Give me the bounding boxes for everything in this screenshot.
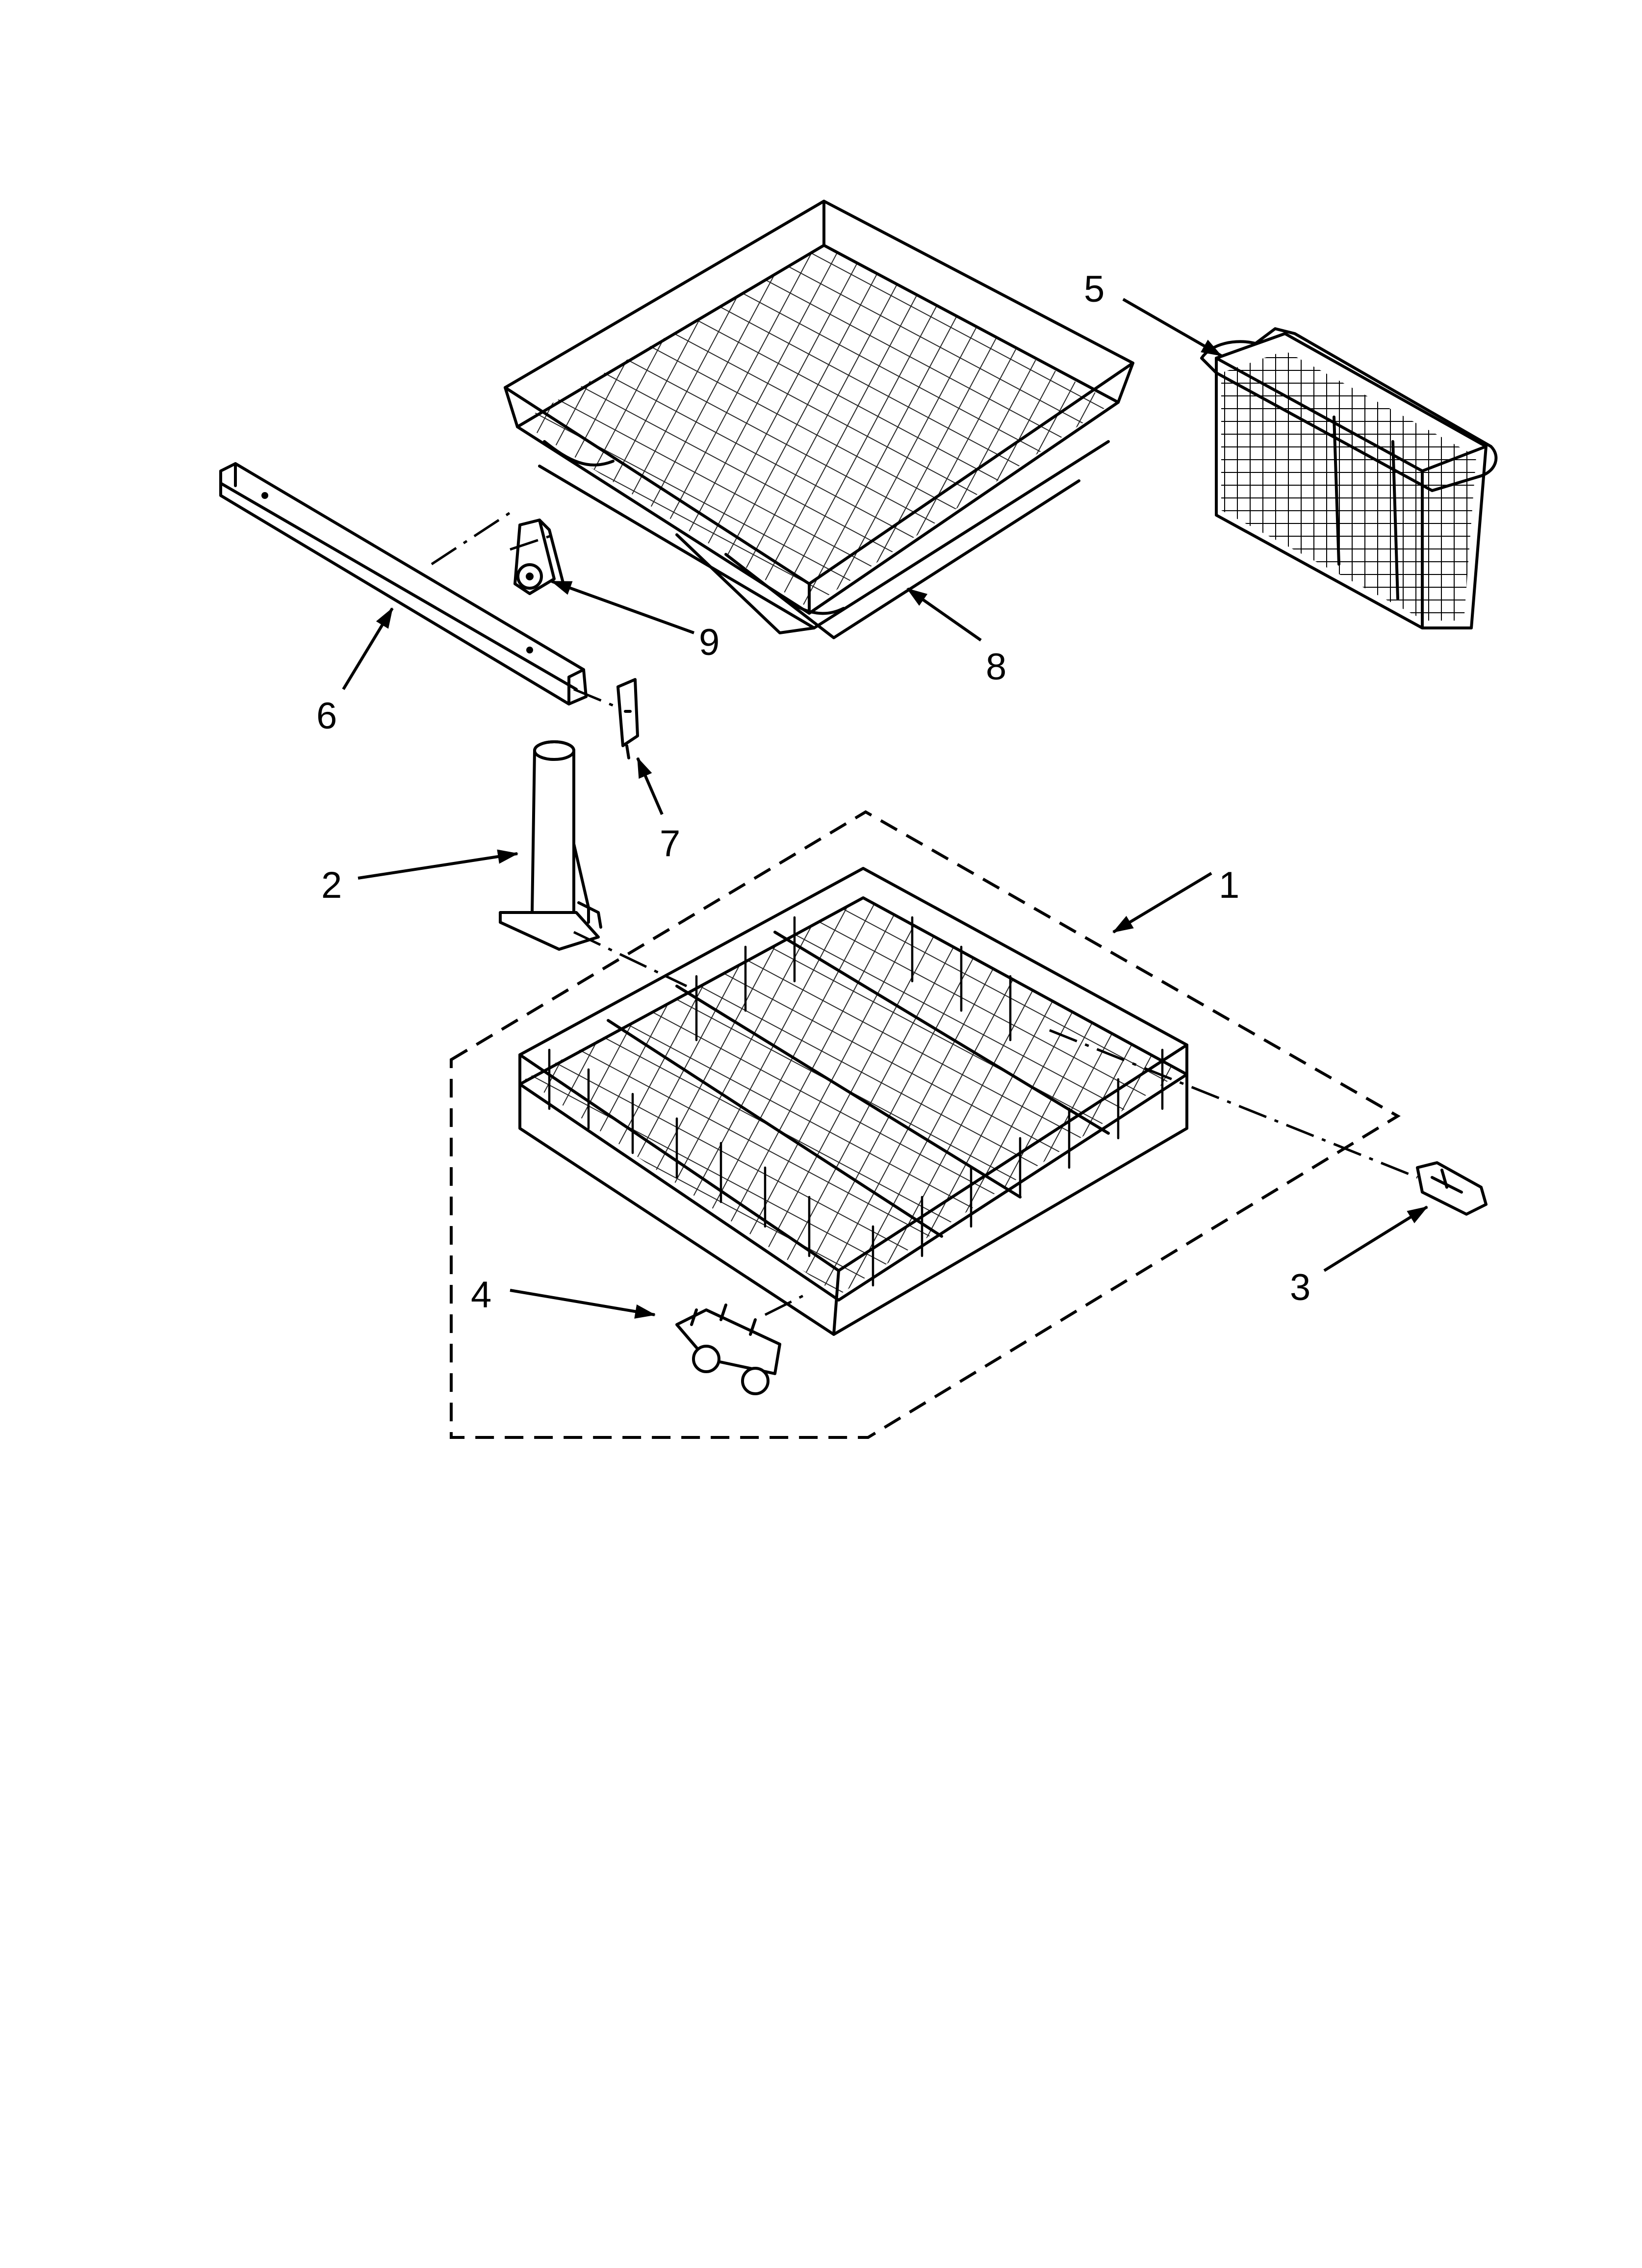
callout-9: 9 xyxy=(699,622,719,663)
rack-post xyxy=(499,740,602,951)
lower-rack-assembly-boundary xyxy=(450,810,1401,1439)
assembly-center-lines xyxy=(431,511,1418,1316)
callout-3: 3 xyxy=(1290,1267,1310,1308)
silverware-basket xyxy=(1200,327,1498,629)
callout-2: 2 xyxy=(321,864,342,906)
lower-dishrack xyxy=(518,867,1188,1336)
callout-7: 7 xyxy=(660,823,680,864)
leader-lines xyxy=(342,298,1428,1319)
callout-5: 5 xyxy=(1084,268,1104,310)
rail-stop xyxy=(616,678,639,759)
callout-labels: 1 2 3 4 5 6 7 8 9 xyxy=(316,268,1310,1316)
callout-6: 6 xyxy=(316,695,337,737)
rack-adjuster-roller xyxy=(513,519,565,595)
rack-wheel-assembly xyxy=(675,1303,781,1395)
callout-8: 8 xyxy=(986,646,1006,688)
upper-dishrack xyxy=(504,200,1134,639)
rack-roller-clip xyxy=(1416,1161,1488,1216)
rack-slide-rail xyxy=(219,462,588,705)
callout-4: 4 xyxy=(471,1274,491,1316)
callout-1: 1 xyxy=(1219,864,1239,906)
